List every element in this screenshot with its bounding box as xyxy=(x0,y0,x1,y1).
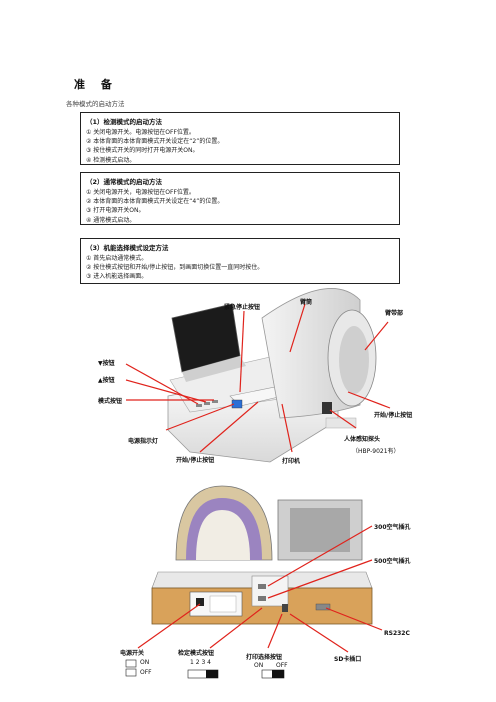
label-printer: 打印机 xyxy=(282,458,301,465)
label-off: OFF xyxy=(140,669,152,676)
label-arm-cylinder: 臂筒 xyxy=(300,299,313,306)
label-start-stop-bottom: 开始/停止按钮 xyxy=(176,457,215,464)
label-mode-switch: 检定模式按钮 xyxy=(178,650,215,657)
label-on: ON xyxy=(140,659,150,666)
box-line: ③ 进入机能选择画面。 xyxy=(86,273,148,281)
box-line: ② 按住模式按钮和开始/停止按钮，到画面切换位置一直同时按住。 xyxy=(86,264,264,272)
box-line: ③ 打开电源开关ON。 xyxy=(86,207,145,215)
power-off-box xyxy=(125,668,137,677)
box-title: （2）通常模式的启动方法 xyxy=(86,178,163,186)
sd-slot-icon xyxy=(282,604,288,612)
box-title: （3）机能选择模式设定方法 xyxy=(86,244,169,252)
instruction-box-normal-mode: （2）通常模式的启动方法 ① 关闭电源开关，电源按钮在OFF位置。 ② 本体背面… xyxy=(80,172,400,225)
back-leader-lines xyxy=(137,525,383,653)
port-panel xyxy=(251,575,289,607)
label-down-button: ▼按钮 xyxy=(98,360,115,367)
label-up-button: ▲按钮 xyxy=(98,377,115,384)
label-cuff: 臂带部 xyxy=(385,310,404,317)
label-printer-off: OFF xyxy=(276,662,288,669)
box-line: ④ 检测模式启动。 xyxy=(86,156,136,164)
rs232c-port-icon xyxy=(315,603,331,611)
page-subtitle: 各种模式的启动方法 xyxy=(66,100,125,108)
box-line: ④ 通常模式启动。 xyxy=(86,216,136,224)
label-rs232c: RS232C xyxy=(384,630,410,637)
label-power-switch: 电源开关 xyxy=(120,650,145,657)
front-device xyxy=(167,288,377,463)
label-emergency-stop: 紧急停止按钮 xyxy=(224,304,261,311)
power-on-box xyxy=(125,659,137,668)
box-line: ① 关闭电源开关，电源按钮在OFF位置。 xyxy=(86,189,195,196)
box-title: （1）检测模式的启动方法 xyxy=(86,118,163,126)
label-sensor-note: （HBP-9021有） xyxy=(352,448,400,455)
label-sensor: 人体感知探头 xyxy=(344,436,381,443)
back-device xyxy=(151,485,373,625)
instruction-box-function-select: （3）机能选择模式设定方法 ① 首先启动通常模式。 ② 按住模式按钮和开始/停止… xyxy=(80,238,400,284)
box-line: ① 关闭电源开关。电源按钮在OFF位置。 xyxy=(86,129,195,136)
instruction-box-check-mode: （1）检测模式的启动方法 ① 关闭电源开关。电源按钮在OFF位置。 ② 本体背面… xyxy=(80,112,400,165)
label-mode-button: 模式按钮 xyxy=(98,398,123,405)
label-sd-slot: SD卡插口 xyxy=(334,656,362,663)
box-line: ② 本体背面的本体背面模式开关设定在“4”的位置。 xyxy=(86,198,224,206)
label-printer-select: 打印选择按钮 xyxy=(246,654,283,661)
sensor-probe xyxy=(322,402,332,414)
label-printer-on: ON xyxy=(254,662,264,669)
label-port-300: 300空气插孔 xyxy=(374,524,411,531)
printer-screen-icon xyxy=(231,399,243,409)
box-line: ① 首先启动通常模式。 xyxy=(86,255,148,262)
label-start-stop-right: 开始/停止按钮 xyxy=(374,412,413,419)
mode-button-icon xyxy=(212,400,218,403)
page-title: 准 备 xyxy=(74,78,118,91)
up-button-icon xyxy=(204,402,210,405)
label-port-500: 500空气插孔 xyxy=(374,558,411,565)
down-button-icon xyxy=(196,404,202,407)
box-line: ② 本体背面的本体背面模式开关设定在“2”的位置。 xyxy=(86,138,224,146)
label-mode-digits: 1 2 3 4 xyxy=(190,659,211,666)
front-leader-lines xyxy=(125,303,391,453)
label-power-lamp: 电源指示灯 xyxy=(128,438,159,445)
box-line: ③ 按住模式开关的同时打开电源开关ON。 xyxy=(86,147,199,155)
